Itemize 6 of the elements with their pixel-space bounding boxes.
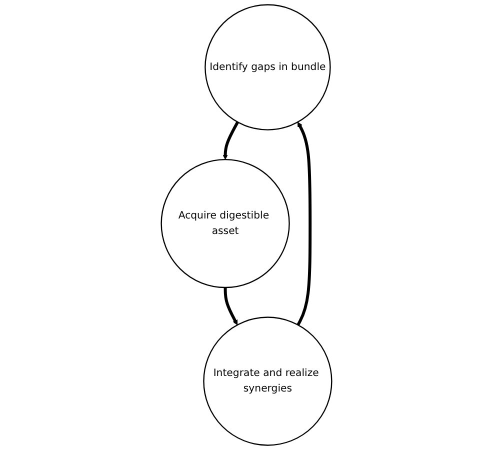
node-circle: Acquire digestible asset: [160, 158, 290, 288]
arrow: [296, 122, 312, 326]
node-circle: Identify gaps in bundle: [204, 4, 331, 130]
arrow: [222, 121, 239, 160]
node-circle: Integrate and realize synergies: [203, 316, 332, 446]
arrow: [224, 288, 238, 326]
